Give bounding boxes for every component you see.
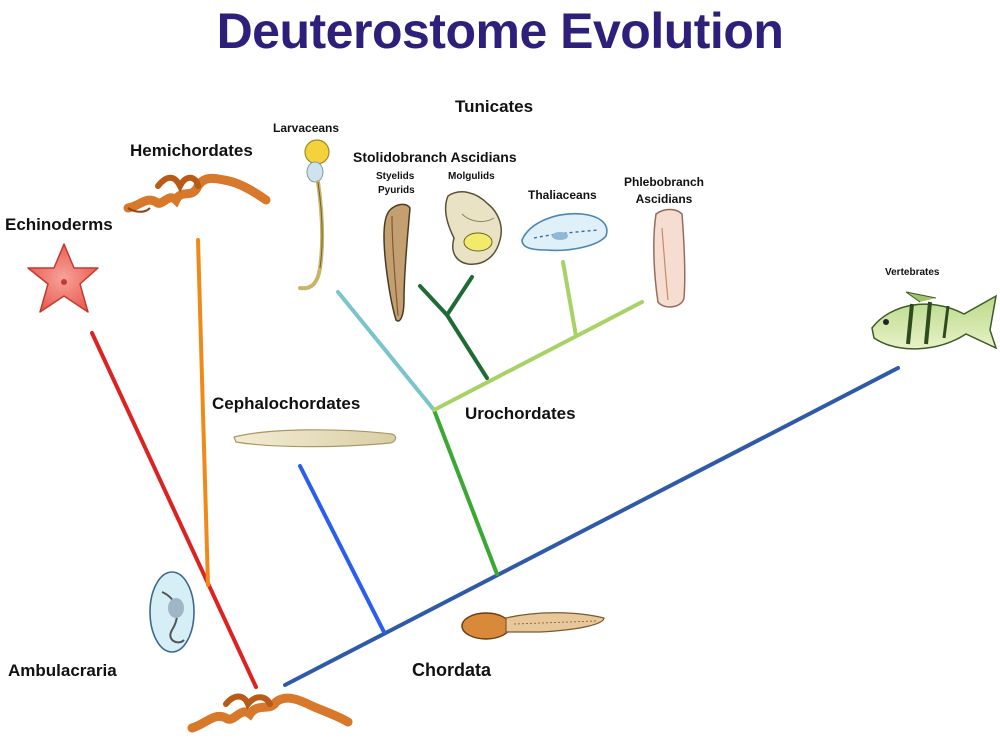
lancelet-icon xyxy=(233,429,397,448)
starfish-icon xyxy=(27,243,99,313)
fish-icon xyxy=(871,291,998,350)
larvacean-branch xyxy=(336,290,436,412)
urochordate-branch-lower xyxy=(432,408,499,576)
ambulacraria-label: Ambulacraria xyxy=(8,661,117,680)
larvaceans-label: Larvaceans xyxy=(273,121,340,135)
hemichordates-label: Hemichordates xyxy=(130,141,253,160)
cephalochordate-branch xyxy=(298,464,386,634)
urochordates-label: Urochordates xyxy=(465,404,576,423)
styelids-label: Styelids xyxy=(376,171,415,182)
styelid-branch xyxy=(445,275,474,317)
tunicates-label: Tunicates xyxy=(455,97,534,116)
echinoderm-branch xyxy=(90,331,258,689)
phlebobranch-label-line2: Ascidians xyxy=(635,192,693,206)
styelid-icon xyxy=(383,203,411,322)
page-title: Deuterostome Evolution xyxy=(216,3,784,59)
thaliacean-branch xyxy=(561,260,578,338)
molgulid-icon xyxy=(444,191,502,265)
thaliacean-icon xyxy=(521,212,608,252)
root-acorn-worm-icon xyxy=(187,693,353,733)
tadpole-larva-icon xyxy=(461,612,605,640)
tunicate-main-branch xyxy=(432,300,644,412)
cephalochordates-label: Cephalochordates xyxy=(212,394,361,413)
chordata-branch xyxy=(283,366,900,687)
pyurids-label: Pyurids xyxy=(378,185,415,196)
molgulid-branch xyxy=(418,284,449,317)
molgulid-stem xyxy=(445,313,489,380)
chordata-label: Chordata xyxy=(412,660,492,680)
acorn-worm-icon xyxy=(123,173,271,213)
molgulids-label: Molgulids xyxy=(448,171,495,182)
phlebobranch-label-line1: Phlebobranch xyxy=(623,175,704,189)
larvacean-icon xyxy=(298,139,330,291)
stolidobranch-label: Stolidobranch Ascidians xyxy=(353,149,517,165)
dipleurula-larva-icon xyxy=(149,571,195,653)
vertebrates-label: Vertebrates xyxy=(885,267,940,278)
thaliaceans-label: Thaliaceans xyxy=(528,188,597,202)
phlebobranch-icon xyxy=(653,208,686,308)
echinoderms-label: Echinoderms xyxy=(5,215,113,234)
hemichordate-branch xyxy=(196,238,210,587)
